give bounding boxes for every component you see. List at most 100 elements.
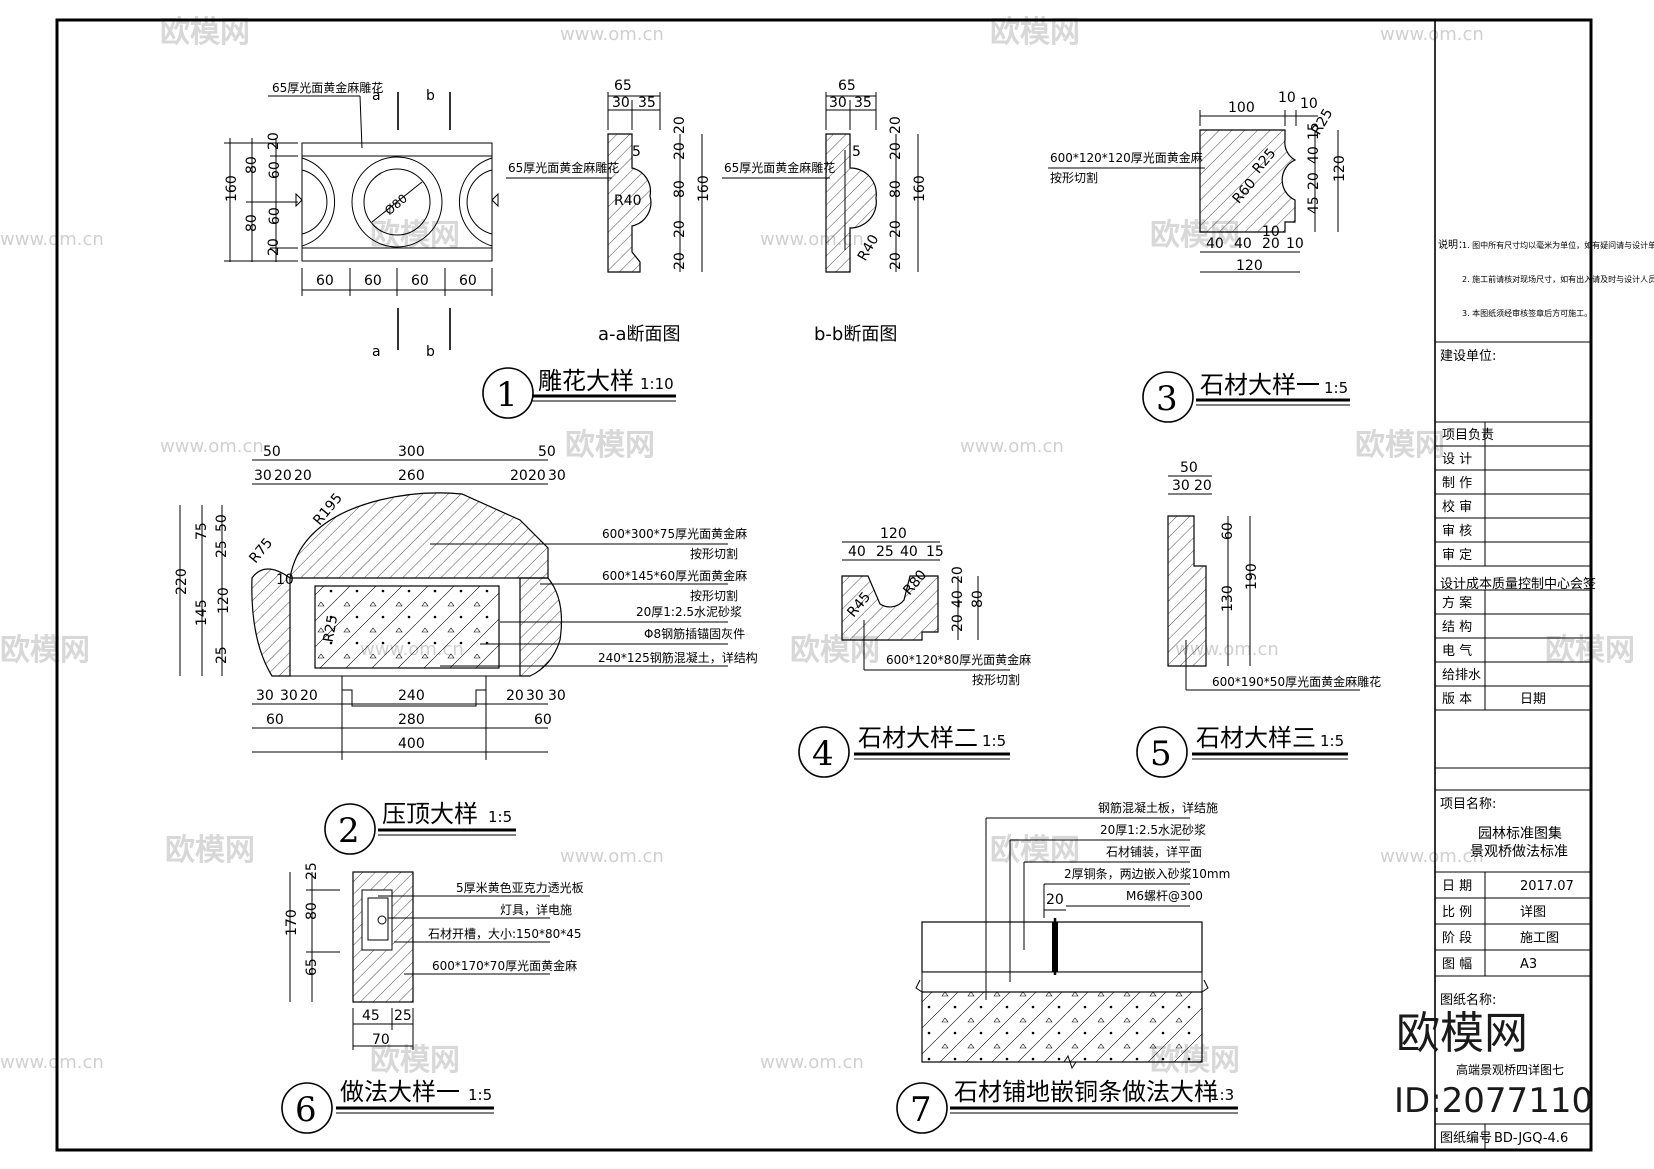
dim-h-4: 60 [459,273,477,289]
watermark-logo: 欧模网 [165,833,255,868]
tb-drawing-label: 图纸名称: [1440,992,1496,1008]
tb-note-2: 2. 施工前请核对现场尺寸，如有出入请及时与设计人员沟通。 [1462,274,1654,284]
detail-4-number-circle [798,726,850,778]
detail2-top-l3: 20 [294,468,312,484]
detail4-right-3: 20 [950,614,966,632]
detail3-top-2: 10 [1278,90,1296,106]
detail3-right-total: 120 [1332,155,1348,182]
section-a-total: 160 [696,175,712,202]
watermark-url: www.om.cn [0,229,104,250]
detail-5-number: 5 [1150,734,1172,774]
watermark-logo: 欧模网 [370,218,460,253]
detail-7-title: 石材铺地嵌铜条做法大样 [954,1078,1218,1106]
tb-row-key: 设 计 [1442,452,1472,467]
detail6-left-2: 80 [304,902,320,920]
tb-info-value: 详图 [1520,905,1546,920]
detail5-right-1: 60 [1220,522,1236,540]
detail5-label: 600*190*50厚光面黄金麻雕花 [1212,674,1381,689]
watermark-url: www.om.cn [0,1052,104,1073]
detail2-note-2: 按形切割 [690,546,738,561]
detail3-bottom-total: 120 [1236,258,1263,274]
detail1-label: 65厚光面黄金麻雕花 [272,80,383,95]
detail3-right-3: 20 [1306,172,1322,190]
section-b-right-5: 20 [888,252,904,270]
watermark-id: ID:2077110 [1394,1081,1593,1121]
detail2-left-total: 220 [174,568,190,595]
detail7-note-5: M6螺杆@300 [1126,889,1203,903]
watermark-url: www.om.cn [1380,24,1484,45]
detail3-bottom-1: 40 [1206,236,1224,252]
detail3-label: 600*120*120厚光面黄金麻 [1050,150,1203,165]
section-a-right-5: 20 [672,252,688,270]
watermark-logo: 欧模网 [990,833,1080,868]
detail2-top-total: 300 [398,444,425,460]
tb-info-key: 阶 段 [1442,931,1472,946]
detail2-r75: R75 [246,535,276,566]
section-a-a: 65厚光面黄金麻雕花 65 30 35 5 R40 20 20 80 20 20… [506,78,712,345]
detail5-right-2: 130 [1220,585,1236,612]
detail-1-title: 雕花大样 [538,367,634,395]
detail2-bot-1: 30 [256,688,274,704]
detail-6-number: 6 [295,1090,317,1130]
detail2-bot-3: 20 [300,688,318,704]
detail6-note-1: 5厚米黄色亚克力透光板 [456,881,584,895]
detail-7-number-circle [896,1082,948,1134]
tb-info-value: A3 [1520,957,1537,972]
section-a-top-1: 30 [612,95,630,111]
detail2-left-1: 75 [194,522,210,540]
detail2-note-5: 20厚1:2.5水泥砂浆 [636,604,742,619]
detail2-bot-6: 30 [526,688,544,704]
section-a-right-1: 20 [672,116,688,134]
cut-b-top: b [426,88,435,104]
tb-project-1: 园林标准图集 [1478,825,1562,842]
dim-v-inner-4: 20 [266,238,282,256]
detail2-left-s3: 120 [216,587,232,614]
detail4-right-2: 40 [950,590,966,608]
dim-v-inner-2: 60 [267,161,283,179]
section-b-right-4: 20 [888,220,904,238]
cut-b-bottom: b [426,344,435,360]
section-b-b: 65厚光面黄金麻雕花 65 30 35 5 R40 20 20 80 20 20… [722,78,928,345]
detail4-top-2: 25 [876,544,894,560]
detail3-bottom-2: 40 [1234,236,1252,252]
dim-v-inner-1: 20 [266,132,282,150]
detail-2-scale: 1:5 [488,808,512,826]
watermark-logo: 欧模网 [565,428,655,463]
detail-1-number-circle [482,367,534,419]
detail2-top-l2: 20 [274,468,292,484]
detail2-bot-7: 30 [548,688,566,704]
detail5-top-2: 20 [1194,478,1212,494]
watermark-big-logo: 欧模网 [1396,1008,1528,1059]
detail2-top-l1: 30 [254,468,272,484]
detail2-left-2: 145 [194,599,210,626]
watermark-url: www.om.cn [960,436,1064,457]
detail-4-stone-two: 120 40 25 40 15 R45 R80 20 40 20 80 600*… [798,526,1031,778]
section-a-right-3: 80 [672,180,688,198]
detail-5-title: 石材大样三 [1196,724,1316,752]
detail-6-scale: 1:5 [468,1086,492,1104]
dim-v-outer: 160 [224,175,240,202]
detail2-top-mid: 260 [398,468,425,484]
detail2-note-3: 600*145*60厚光面黄金麻 [602,568,747,583]
detail2-top-right: 50 [538,444,556,460]
tb-info-key: 图 幅 [1442,957,1472,972]
detail6-left-3: 65 [304,958,320,976]
watermark-url: www.om.cn [760,1052,864,1073]
watermark-url: www.om.cn [560,24,664,45]
tb-row-key: 审 核 [1442,524,1472,539]
detail2-bot-4: 240 [398,688,425,704]
detail2-left-s4: 25 [214,646,230,664]
detail-4-title: 石材大样二 [858,724,978,752]
section-a-title: a-a断面图 [598,324,681,345]
detail-6-number-circle [281,1082,333,1134]
detail6-bottom-total: 70 [372,1032,390,1048]
dim-v-mid-2: 80 [244,214,260,232]
section-b-right-2: 20 [888,142,904,160]
detail3-label2: 按形切割 [1050,170,1098,185]
cut-a-top: a [372,88,381,104]
detail7-twenty: 20 [1046,892,1064,908]
detail2-bot-m3: 60 [534,712,552,728]
detail-1-scale: 1:10 [640,375,674,393]
section-b-five: 5 [852,144,861,160]
